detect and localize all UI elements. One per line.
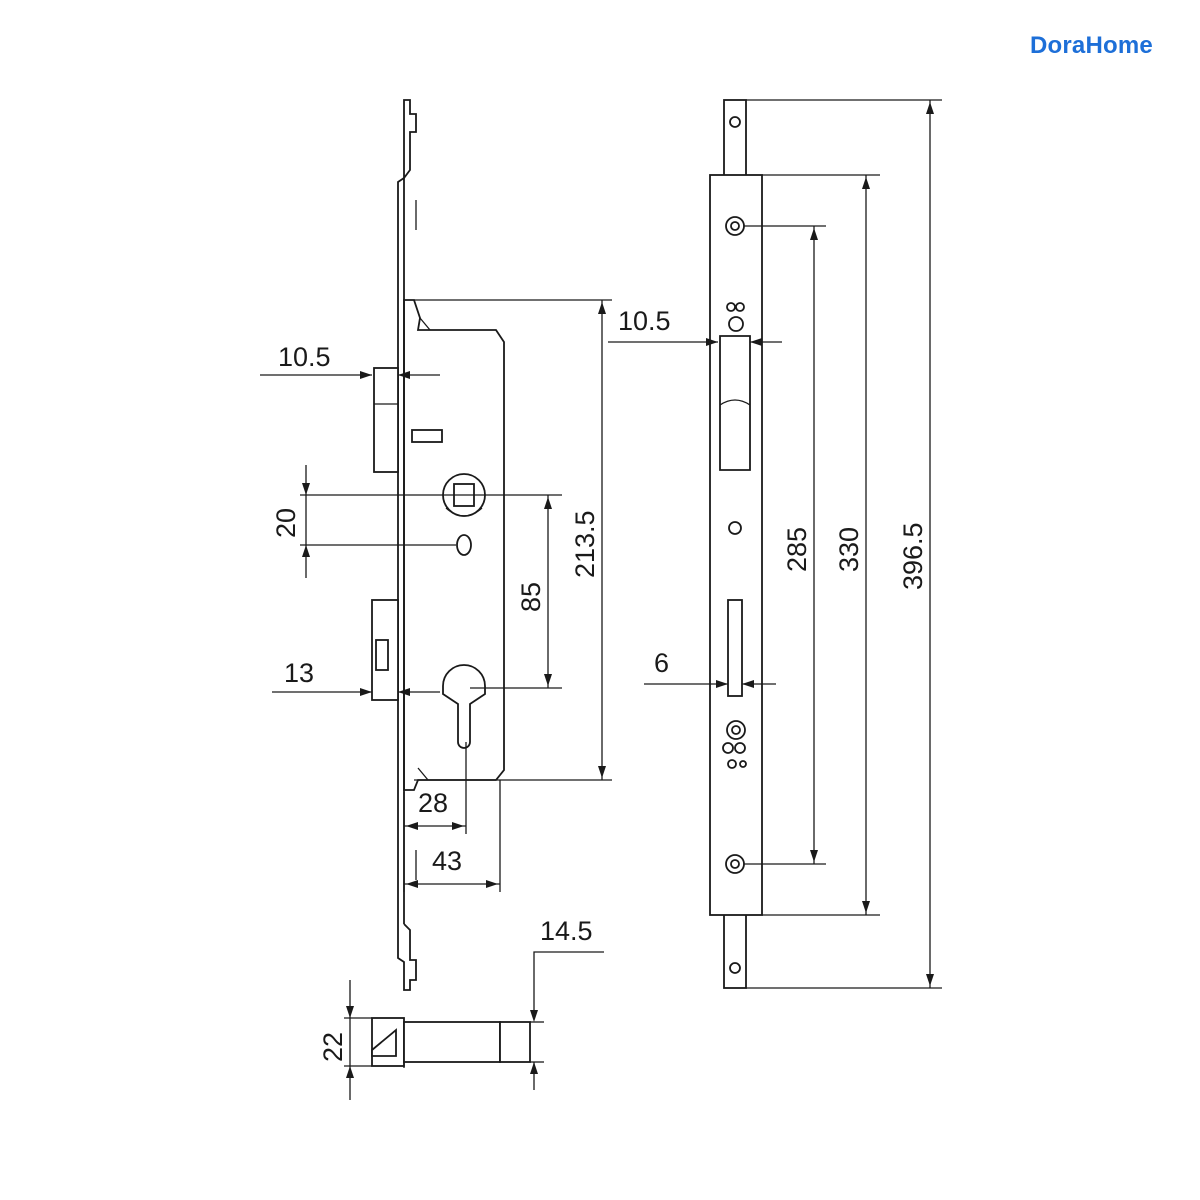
dim-strike-hole-span: 285 [782, 527, 812, 572]
strike-box [709, 174, 763, 916]
bolt-detail: 22 14.5 [318, 916, 604, 1100]
screw-hole [456, 534, 472, 556]
euro-cylinder-cutout [442, 664, 486, 749]
dim-strike-inner: 330 [834, 527, 864, 572]
bolt-opening [727, 599, 743, 697]
left-dimensions: 10.5 20 13 85 213.5 28 [260, 300, 606, 892]
dim-backset-latch: 10.5 [278, 342, 331, 372]
dim-bolt-throw: 14.5 [540, 916, 593, 946]
dim-bolt-offset: 13 [284, 658, 314, 688]
dim-strike-offset: 10.5 [618, 306, 671, 336]
dim-case-height: 213.5 [570, 510, 600, 578]
bolt-shaft [403, 1021, 501, 1063]
dim-case-depth: 43 [432, 846, 462, 876]
dim-backset-28: 28 [418, 788, 448, 818]
dorahome-logo: DoraHome [1030, 32, 1153, 59]
dim-strike-total: 396.5 [898, 522, 928, 590]
mortise-lock-body [371, 99, 612, 991]
dim-bolt-height: 22 [318, 1032, 348, 1062]
dim-centre-distance: 85 [516, 582, 546, 612]
latch-opening [719, 335, 751, 471]
lock-case [403, 299, 505, 791]
strike-plate [709, 99, 763, 989]
right-dimensions: 10.5 6 285 330 396.5 [608, 99, 942, 989]
faceplate [403, 99, 417, 181]
dim-strike-slot: 6 [654, 648, 669, 678]
latch [373, 367, 399, 473]
dim-spindle-to-hole: 20 [271, 508, 301, 538]
